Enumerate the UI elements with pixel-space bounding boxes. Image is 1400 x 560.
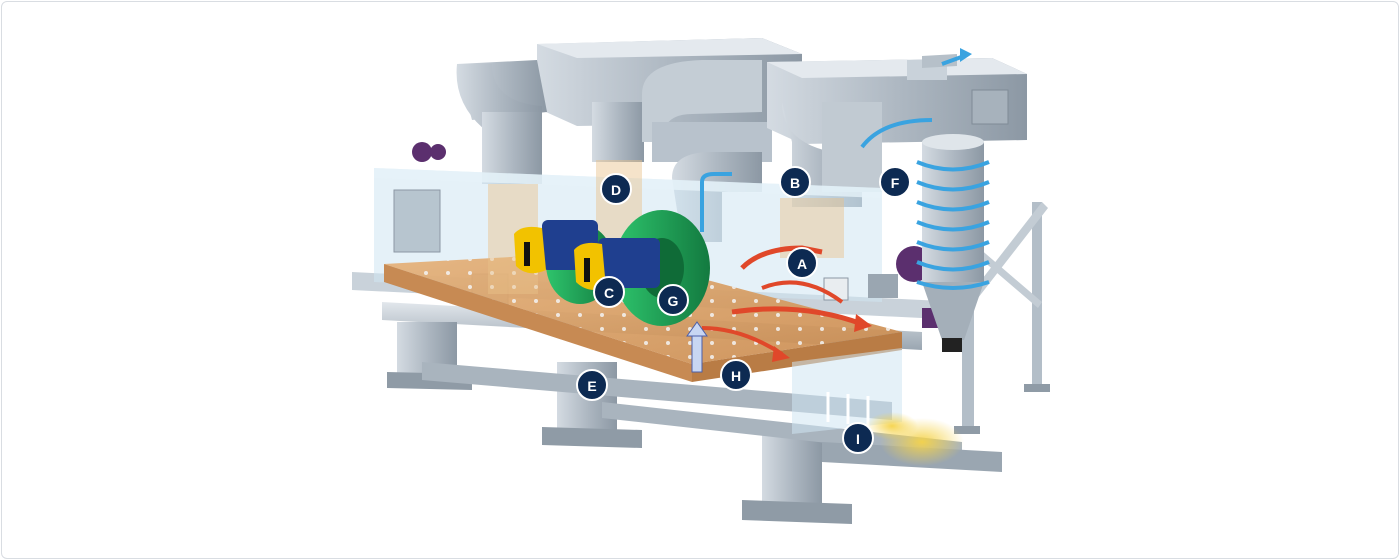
callout-label: H [731, 368, 741, 384]
callout-c: C [594, 277, 624, 307]
callout-e: E [577, 370, 607, 400]
callout-label: E [587, 378, 596, 394]
callout-label: B [790, 175, 800, 191]
callout-label: F [891, 175, 900, 191]
callout-b: B [780, 167, 810, 197]
callout-f: F [880, 167, 910, 197]
callout-g: G [658, 285, 688, 315]
callout-h: H [721, 360, 751, 390]
callout-i: I [843, 423, 873, 453]
callout-label: I [856, 431, 860, 447]
callout-label: G [668, 293, 679, 309]
callout-label: A [797, 256, 807, 272]
callout-label: D [611, 182, 621, 198]
callout-label: C [604, 285, 614, 301]
callout-a: A [787, 248, 817, 278]
callout-d: D [601, 174, 631, 204]
